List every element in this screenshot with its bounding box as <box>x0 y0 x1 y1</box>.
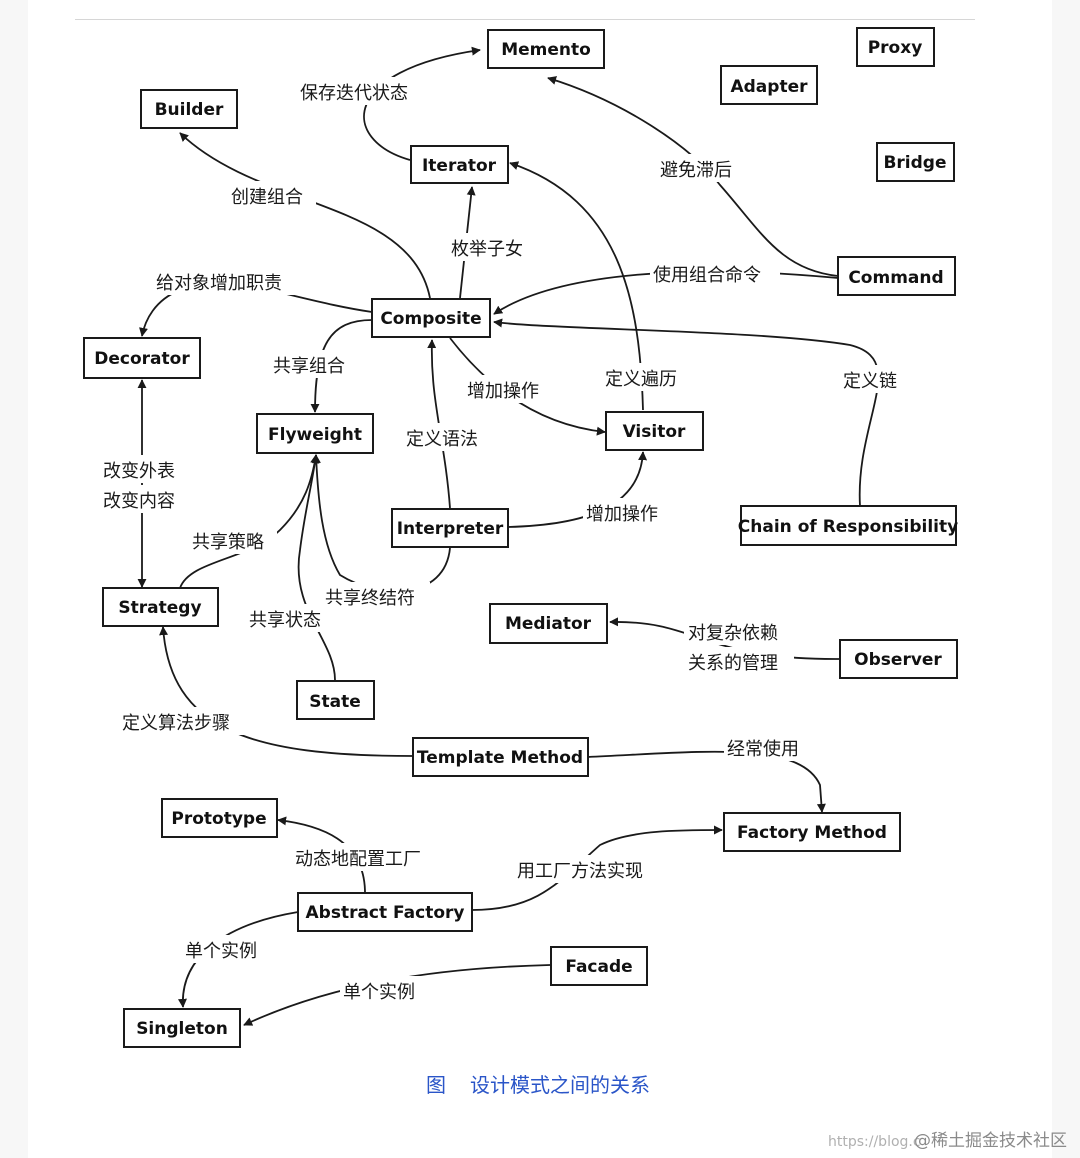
node-facade: Facade <box>550 946 648 986</box>
label-share-states: 共享状态 <box>249 610 321 631</box>
node-command: Command <box>837 256 956 296</box>
caption-figure-label: 图 <box>426 1073 446 1097</box>
edge-interpreter-composite <box>427 339 451 509</box>
node-flyweight-label: Flyweight <box>268 425 362 445</box>
label-implement-using-factory-method: 用工厂方法实现 <box>517 861 643 882</box>
edge-command-memento <box>547 76 839 277</box>
label-define-algorithm-steps: 定义算法步骤 <box>122 713 230 734</box>
watermark-site: @稀土掘金技术社区 <box>914 1131 1067 1151</box>
node-chain-of-responsibility-label: Chain of Responsibility <box>738 517 958 537</box>
node-visitor-label: Visitor <box>623 422 686 442</box>
node-builder-label: Builder <box>155 100 224 120</box>
node-state: State <box>296 680 375 720</box>
node-bridge: Bridge <box>876 142 955 182</box>
node-flyweight: Flyweight <box>256 413 374 454</box>
label-change-guts: 改变内容 <box>103 491 175 512</box>
label-add-operations-composite: 增加操作 <box>467 381 539 402</box>
label-save-iteration-state: 保存迭代状态 <box>300 83 408 104</box>
node-factory-method: Factory Method <box>723 812 901 852</box>
node-singleton-label: Singleton <box>136 1019 228 1039</box>
label-single-instance-facade: 单个实例 <box>343 982 415 1003</box>
node-composite-label: Composite <box>380 309 481 329</box>
label-configure-factory-dynamically: 动态地配置工厂 <box>295 849 421 870</box>
watermark-url: https://blog.c <box>828 1134 921 1150</box>
node-observer-label: Observer <box>854 650 942 670</box>
node-decorator: Decorator <box>83 337 201 379</box>
node-adapter-label: Adapter <box>730 77 808 97</box>
node-iterator-label: Iterator <box>422 156 497 176</box>
edge-abstractfactory-factorymethod <box>471 825 723 911</box>
label-use-composite-command: 使用组合命令 <box>653 265 761 286</box>
label-share-composite: 共享组合 <box>273 356 345 377</box>
edge-templatemethod-strategy <box>159 626 414 757</box>
node-observer: Observer <box>839 639 958 679</box>
node-prototype: Prototype <box>161 798 278 838</box>
node-template-method: Template Method <box>412 737 589 777</box>
node-visitor: Visitor <box>605 411 704 451</box>
label-complex-dependency-line2: 关系的管理 <box>688 653 778 674</box>
node-interpreter-label: Interpreter <box>397 519 504 539</box>
node-template-method-label: Template Method <box>417 748 583 768</box>
edge-composite-flyweight <box>310 319 373 413</box>
label-share-terminals: 共享终结符 <box>325 588 415 609</box>
label-define-traversal: 定义遍历 <box>605 369 677 390</box>
node-memento-label: Memento <box>501 40 591 60</box>
node-singleton: Singleton <box>123 1008 241 1048</box>
label-complex-dependency-line1: 对复杂依赖 <box>688 623 778 644</box>
label-single-instance-abstract-factory: 单个实例 <box>185 941 257 962</box>
edge-state-flyweight <box>297 454 336 681</box>
node-mediator: Mediator <box>489 603 608 644</box>
node-chain-of-responsibility: Chain of Responsibility <box>738 505 958 546</box>
node-abstract-factory: Abstract Factory <box>297 892 473 932</box>
label-add-responsibility: 给对象增加职责 <box>156 273 282 294</box>
node-composite: Composite <box>371 298 491 338</box>
edge-chain-composite <box>493 318 880 507</box>
edge-strategy-flyweight <box>179 454 320 589</box>
label-share-strategies: 共享策略 <box>192 532 264 553</box>
node-abstract-factory-label: Abstract Factory <box>306 903 465 923</box>
page-top-divider <box>75 19 975 20</box>
label-define-grammar: 定义语法 <box>406 429 478 450</box>
node-bridge-label: Bridge <box>883 153 946 173</box>
node-proxy-label: Proxy <box>868 38 923 58</box>
watermark: https://blog.c @稀土掘金技术社区 <box>828 1131 1067 1151</box>
node-factory-method-label: Factory Method <box>737 823 887 843</box>
label-avoid-lag: 避免滞后 <box>660 160 732 181</box>
caption-title: 设计模式之间的关系 <box>470 1073 650 1097</box>
label-enumerate-children: 枚举子女 <box>451 239 523 260</box>
node-memento: Memento <box>487 29 605 69</box>
node-strategy: Strategy <box>102 587 219 627</box>
label-add-operations-interpreter: 增加操作 <box>586 504 658 525</box>
node-decorator-label: Decorator <box>94 349 190 369</box>
node-facade-label: Facade <box>565 957 632 977</box>
node-adapter: Adapter <box>720 65 818 105</box>
label-often-uses: 经常使用 <box>727 739 799 760</box>
relation-labels: 保存迭代状态 避免滞后 创建组合 枚举子女 给对象增加职责 使用组合命令 共享组… <box>100 77 908 1004</box>
edge-abstractfactory-prototype <box>277 816 366 894</box>
label-define-chain: 定义链 <box>843 371 897 392</box>
node-proxy: Proxy <box>856 27 935 67</box>
label-change-skin: 改变外表 <box>103 461 175 482</box>
edge-command-composite <box>493 270 839 315</box>
node-iterator: Iterator <box>410 145 509 184</box>
figure-caption: 图 设计模式之间的关系 <box>426 1073 650 1097</box>
node-command-label: Command <box>848 268 943 288</box>
node-mediator-label: Mediator <box>505 614 592 634</box>
node-builder: Builder <box>140 89 238 129</box>
node-state-label: State <box>309 692 361 712</box>
node-strategy-label: Strategy <box>118 598 201 618</box>
edge-composite-builder <box>179 132 431 299</box>
label-create-composite: 创建组合 <box>231 187 303 208</box>
node-prototype-label: Prototype <box>171 809 266 829</box>
nodes: Memento Proxy Builder Adapter Iterator B… <box>83 27 958 1048</box>
node-interpreter: Interpreter <box>391 508 509 548</box>
edge-interpreter-flyweight <box>311 454 451 593</box>
